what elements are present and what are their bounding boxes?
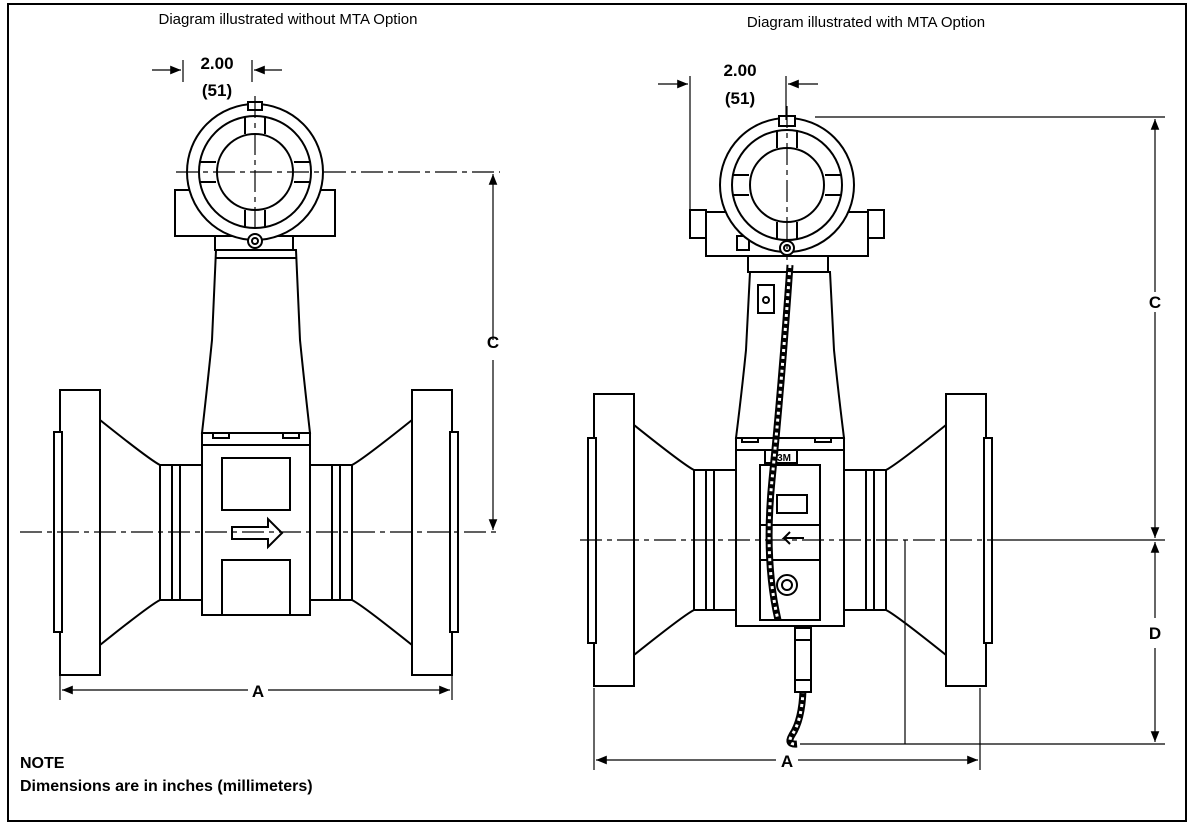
left-dim-c: C: [487, 333, 499, 352]
right-dim-top-mm: (51): [725, 89, 755, 108]
mta-connector: [794, 627, 812, 693]
right-caption: Diagram illustrated with MTA Option: [747, 14, 985, 31]
left-caption: Diagram illustrated without MTA Option: [159, 11, 418, 28]
right-dim-c: C: [1149, 293, 1161, 312]
note-text: Dimensions are in inches (millimeters): [20, 778, 313, 795]
left-dim-top-mm: (51): [202, 81, 232, 100]
flow-arrow-icon: [231, 516, 284, 550]
left-dim-top-inches: 2.00: [200, 54, 233, 73]
right-flowmeter: F3M: [587, 115, 993, 748]
note-title: NOTE: [20, 755, 65, 772]
left-flowmeter: [53, 101, 459, 676]
right-tag-label: F3M: [771, 453, 791, 464]
right-dim-a: A: [781, 752, 793, 771]
right-dim-d: D: [1149, 624, 1161, 643]
left-dim-a: A: [252, 682, 264, 701]
right-dim-top-inches: 2.00: [723, 61, 756, 80]
left-neck: [200, 249, 312, 434]
